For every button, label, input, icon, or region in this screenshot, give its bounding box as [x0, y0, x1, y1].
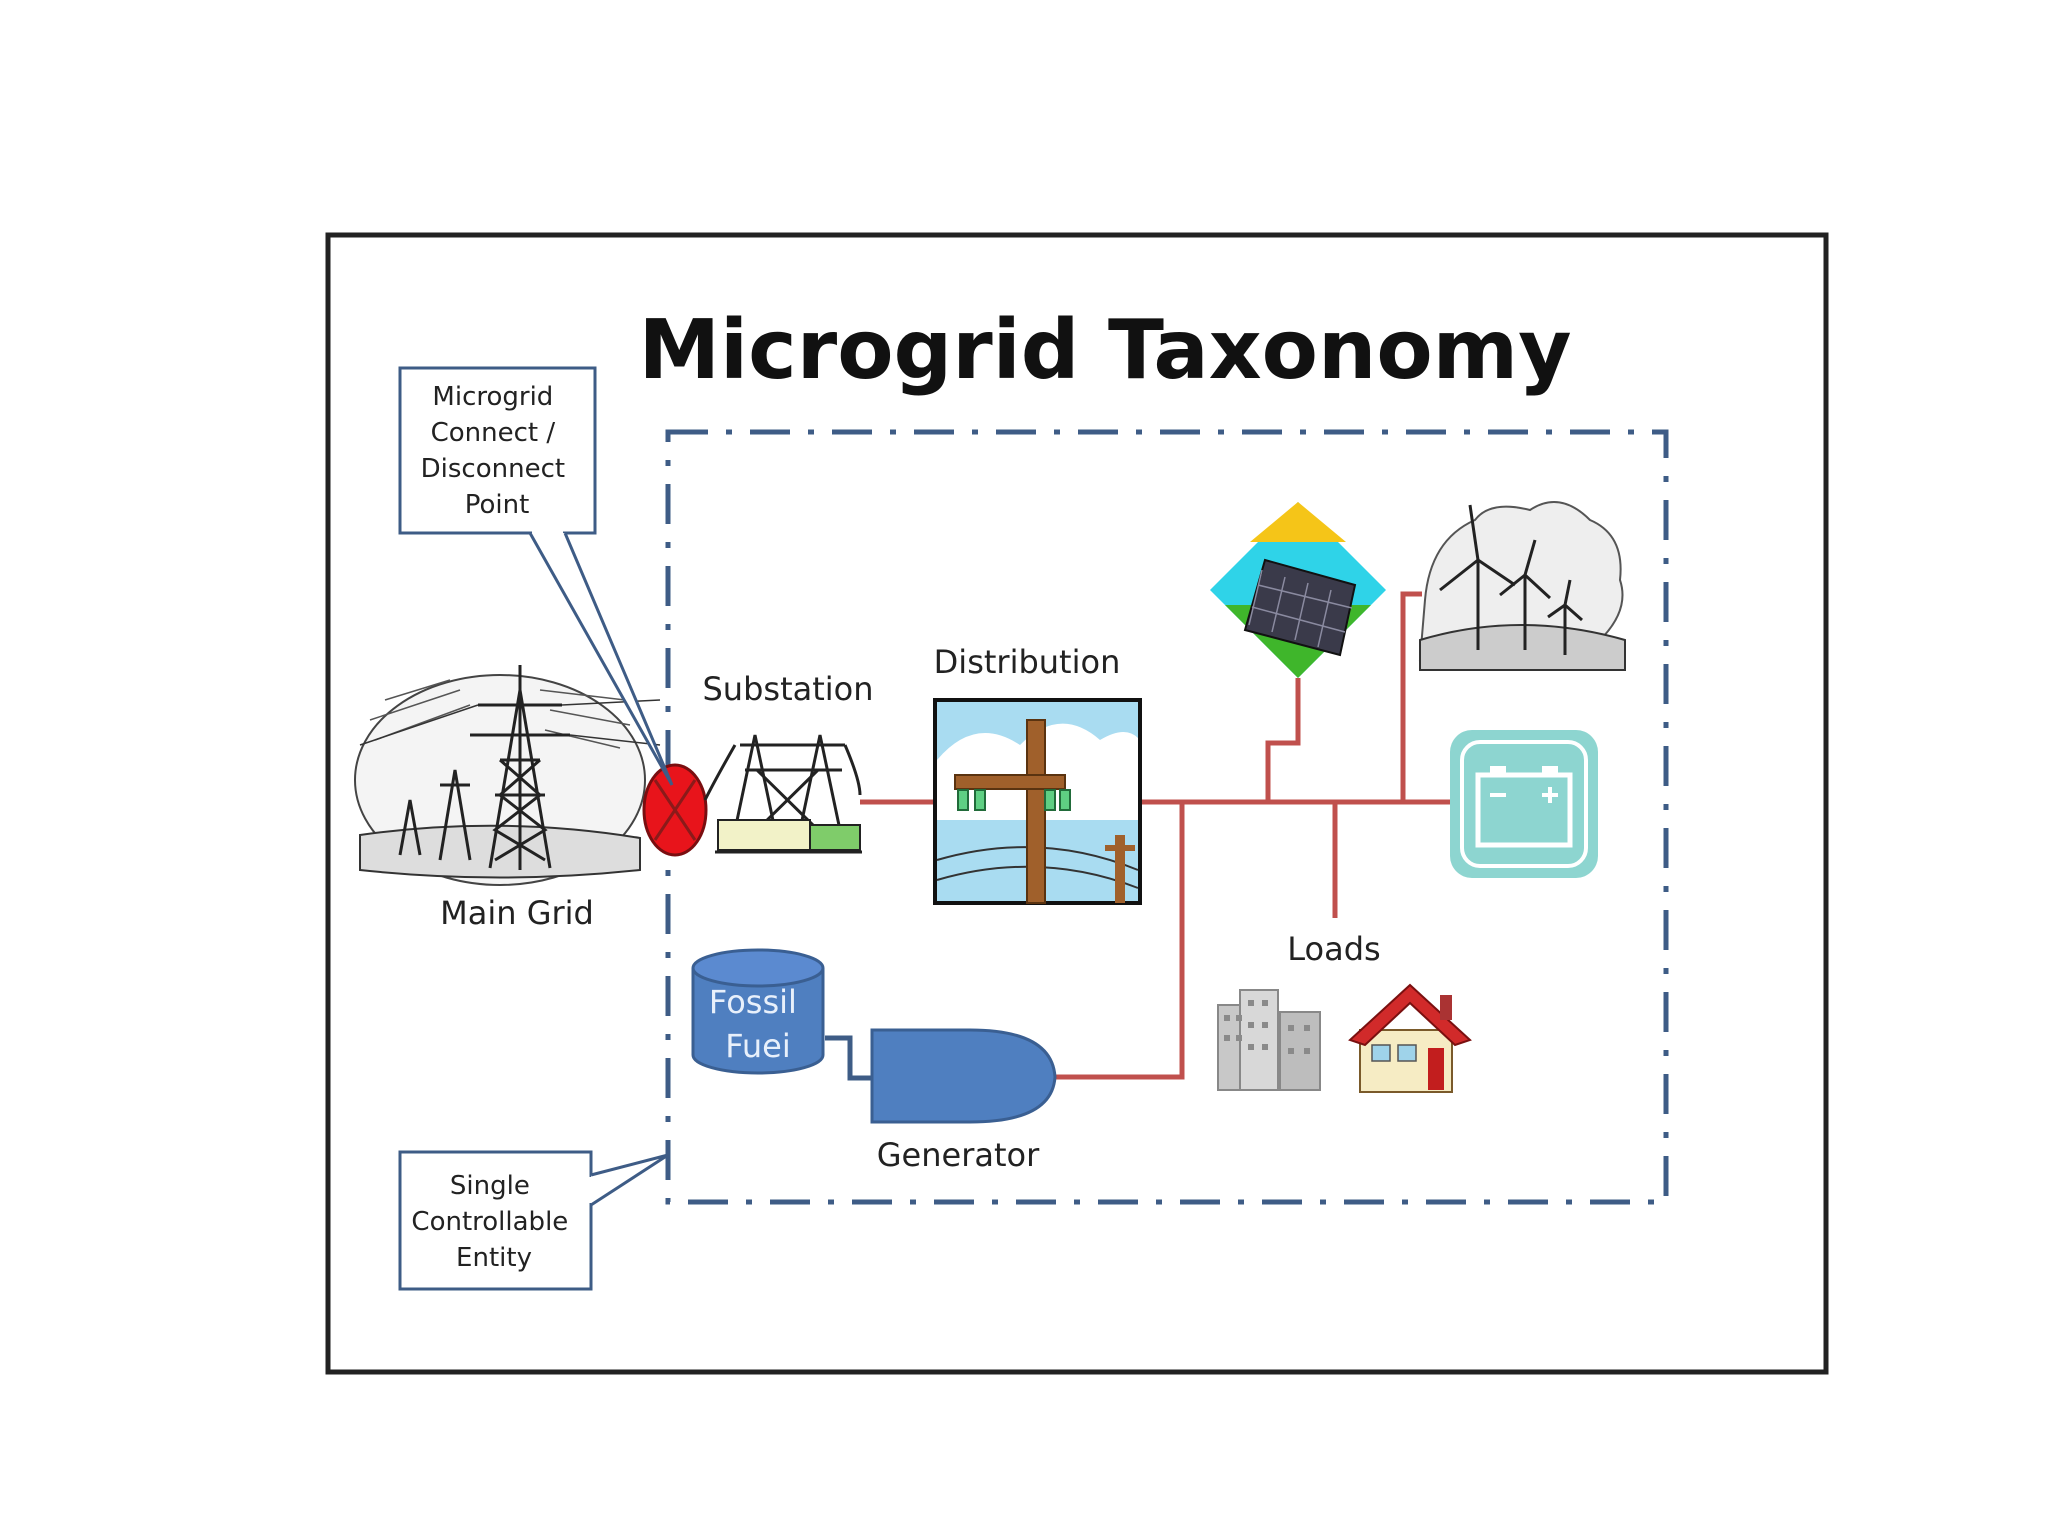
fuel-label-line: Fuei: [725, 1027, 791, 1065]
diagram-title: Microgrid Taxonomy: [638, 303, 1571, 398]
svg-text:Fossil Fuei: Fossil Fuei: [709, 983, 807, 1065]
svg-text:Single Controllable: Single Controllable Entity: [411, 1171, 576, 1273]
utility-pole-icon: [933, 698, 1142, 905]
substation-icon: [703, 734, 862, 854]
callout-line: Entity: [456, 1243, 532, 1273]
substation-label: Substation: [702, 670, 873, 708]
distribution-label: Distribution: [934, 643, 1121, 681]
transmission-tower-icon: [354, 665, 661, 886]
disconnect-switch-icon: [642, 763, 708, 857]
line-solar: [1265, 678, 1301, 802]
callout-line: Microgrid: [432, 382, 553, 412]
line-wind: [1400, 591, 1422, 802]
generator-icon: [870, 1028, 1057, 1124]
solar-panel-icon: [1210, 502, 1386, 678]
main-grid-label: Main Grid: [440, 894, 594, 932]
house-icon: [1348, 983, 1472, 1093]
fuel-pipe: [825, 1035, 872, 1081]
callout-line: Connect /: [431, 418, 556, 448]
svg-text:Microgrid Connect /: Microgrid Connect / Disconnect Point: [421, 382, 574, 520]
callout-line: Single: [450, 1171, 530, 1201]
wind-turbine-icon: [1418, 501, 1626, 671]
fuel-label-line: Fossil: [709, 983, 797, 1021]
single-entity-callout: Single Controllable Entity: [398, 1150, 669, 1291]
loads-label: Loads: [1287, 930, 1380, 968]
connect-point-callout: Microgrid Connect / Disconnect Point: [398, 366, 674, 786]
line-generator: [1055, 802, 1185, 1080]
callout-line: Point: [465, 490, 530, 520]
fuel-tank-icon: Fossil Fuei: [691, 948, 825, 1075]
power-lines: [860, 591, 1450, 1080]
callout-line: Controllable: [411, 1207, 568, 1237]
callout-line: Disconnect: [421, 454, 565, 484]
office-building-icon: [1217, 989, 1321, 1091]
generator-label: Generator: [877, 1136, 1040, 1174]
battery-icon: [1450, 730, 1598, 878]
